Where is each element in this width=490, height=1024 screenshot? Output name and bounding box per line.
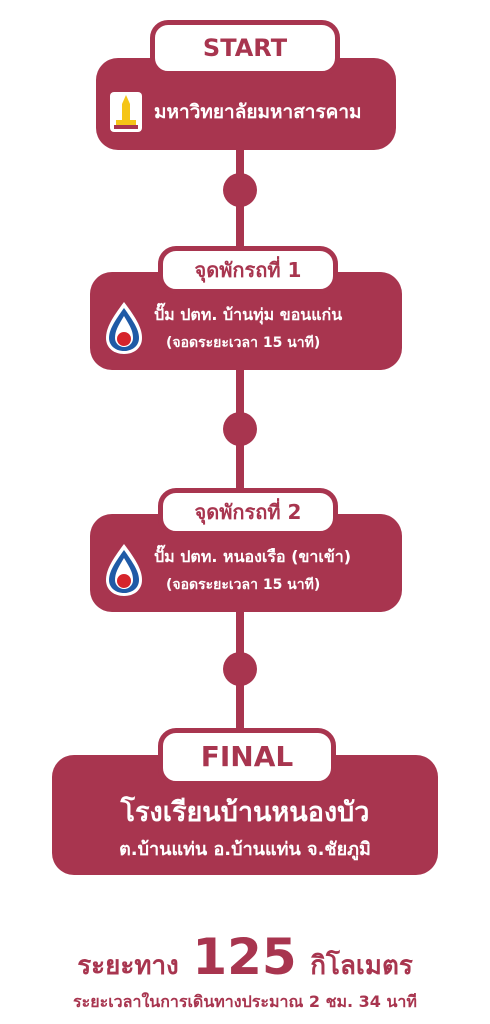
stop1-row: ปั๊ม ปตท. บ้านทุ่ม ขอนแก่น (จอดระยะเวลา … [104,300,342,356]
final-line2: ต.บ้านแท่น อ.บ้านแท่น จ.ชัยภูมิ [119,839,371,860]
ptt-flame-icon [106,544,142,596]
duration-text: ระยะเวลาในการเดินทางประมาณ 2 ชม. 34 นาที [73,992,417,1011]
distance-line: ระยะทาง 125 กิโลเมตร [0,928,490,986]
distance-prefix: ระยะทาง [77,951,179,981]
stop2-row: ปั๊ม ปตท. หนองเรือ (ขาเข้า) (จอดระยะเวลา… [104,542,351,598]
start-label: START [150,20,340,76]
stop1-line2: (จอดระยะเวลา 15 นาที) [166,334,321,351]
stop2-line1: ปั๊ม ปตท. หนองเรือ (ขาเข้า) [154,546,352,566]
stop1-line1: ปั๊ม ปตท. บ้านทุ่ม ขอนแก่น [154,304,343,324]
stop2-label: จุดพักรถที่ 2 [158,488,338,536]
route-dot-1 [223,173,257,207]
ptt-flame-icon [106,302,142,354]
distance-unit: กิโลเมตร [310,951,413,981]
final-line1: โรงเรียนบ้านหนองบัว [120,797,370,828]
stop1-label: จุดพักรถที่ 1 [158,246,338,294]
route-dot-3 [223,652,257,686]
final-label: FINAL [158,728,336,786]
distance-value: 125 [192,928,297,986]
route-line [236,110,244,790]
stop2-line2: (จอดระยะเวลา 15 นาที) [166,576,321,593]
university-seal-icon [110,92,142,132]
start-row: มหาวิทยาลัยมหาสารคาม [108,90,362,134]
route-dot-2 [223,412,257,446]
start-place: มหาวิทยาลัยมหาสารคาม [154,101,362,123]
